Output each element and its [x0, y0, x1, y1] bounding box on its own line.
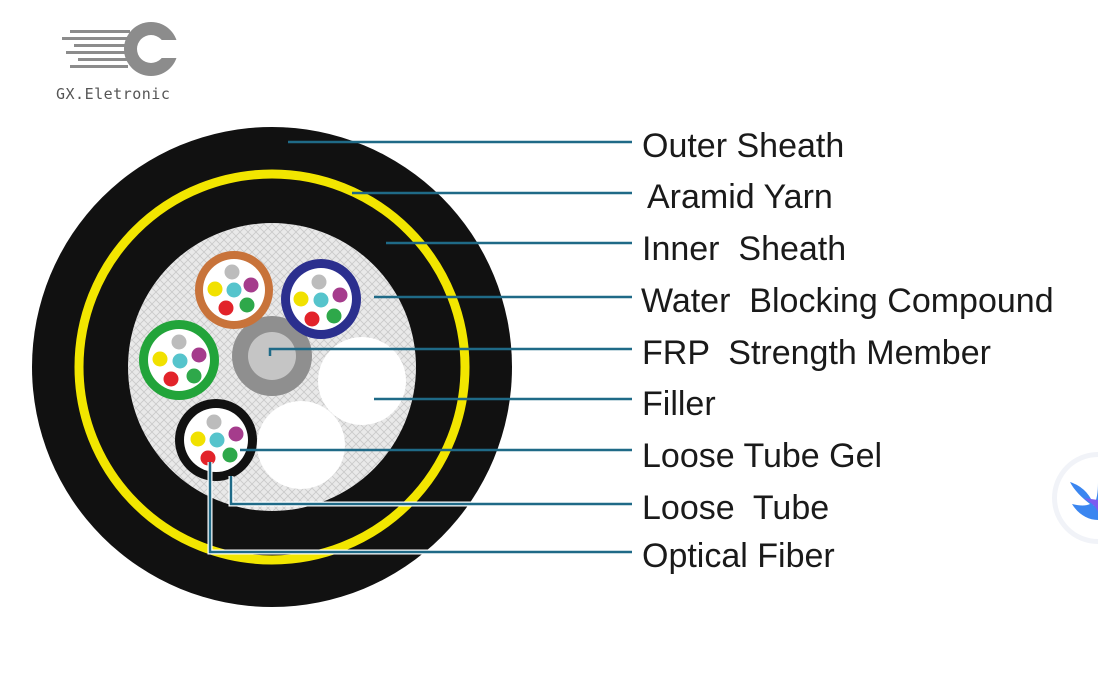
- brand-logo: GX.Eletronic: [56, 22, 181, 103]
- loose-tube-black: [175, 399, 257, 481]
- label-filler: Filler: [642, 385, 716, 423]
- leader-loose-tube: [229, 476, 632, 506]
- filler-lower: [257, 401, 345, 489]
- loose-tube-blue: [281, 259, 361, 339]
- leader-lines: [207, 140, 632, 555]
- frp-strength-member: [232, 316, 312, 396]
- leader-optical-fiber: [208, 462, 632, 554]
- leader-frp: [268, 347, 632, 356]
- filler-upper: [318, 337, 406, 425]
- bird-icon: [1070, 480, 1098, 520]
- label-water-blocking-compound: Water Blocking Compound: [641, 282, 1054, 320]
- label-inner-sheath: Inner Sheath: [642, 230, 846, 268]
- label-aramid-yarn: Aramid Yarn: [647, 178, 833, 216]
- loose-tube-orange: [195, 251, 273, 329]
- c-letter-logo-icon: [62, 22, 181, 76]
- component-labels: Outer Sheath Aramid Yarn Inner Sheath Wa…: [641, 127, 1054, 575]
- label-outer-sheath: Outer Sheath: [642, 127, 844, 165]
- brand-name: GX.Eletronic: [56, 85, 170, 103]
- aramid-yarn-ring: [74, 169, 470, 565]
- cable-cross-section: [32, 127, 512, 607]
- floating-assistant-button[interactable]: [1052, 452, 1098, 544]
- label-frp-strength-member: FRP Strength Member: [642, 334, 991, 372]
- label-optical-fiber: Optical Fiber: [642, 537, 835, 575]
- label-loose-tube: Loose Tube: [642, 489, 829, 527]
- label-loose-tube-gel: Loose Tube Gel: [642, 437, 882, 475]
- loose-tube-green: [139, 320, 219, 400]
